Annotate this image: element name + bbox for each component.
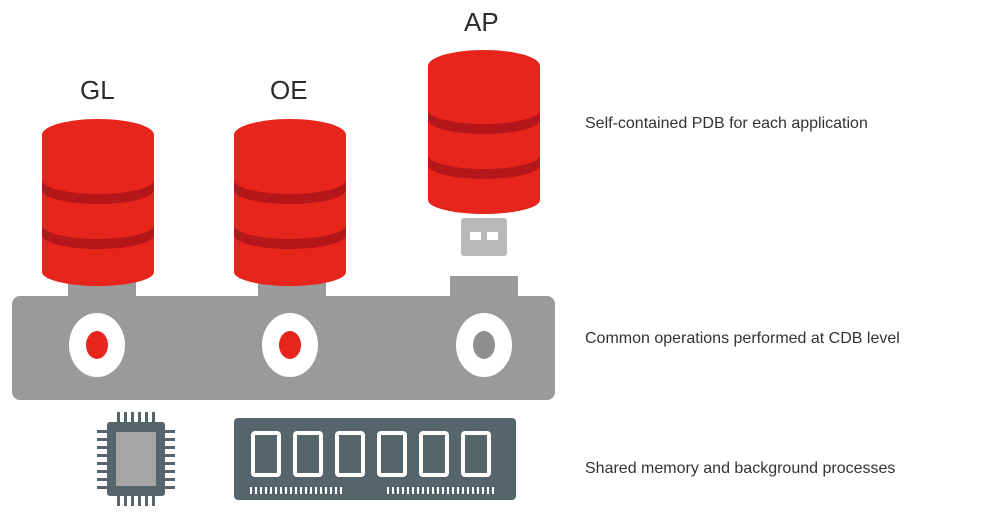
database-icon [42,119,154,286]
caption-shared: Shared memory and background processes [585,460,896,477]
socket-oe [262,313,318,377]
socket-ap-empty [456,313,512,377]
database-icon [234,119,346,286]
memory-module-icon [234,418,516,500]
db-label-ap: AP [464,7,499,37]
usb-plug-icon [461,218,507,256]
database-icon [428,50,540,214]
socket-gl [69,313,125,377]
db-label-gl: GL [80,75,115,105]
caption-pdb: Self-contained PDB for each application [585,115,868,132]
cpu-chip-icon [97,412,175,506]
db-label-oe: OE [270,75,308,105]
caption-cdb: Common operations performed at CDB level [585,330,900,347]
